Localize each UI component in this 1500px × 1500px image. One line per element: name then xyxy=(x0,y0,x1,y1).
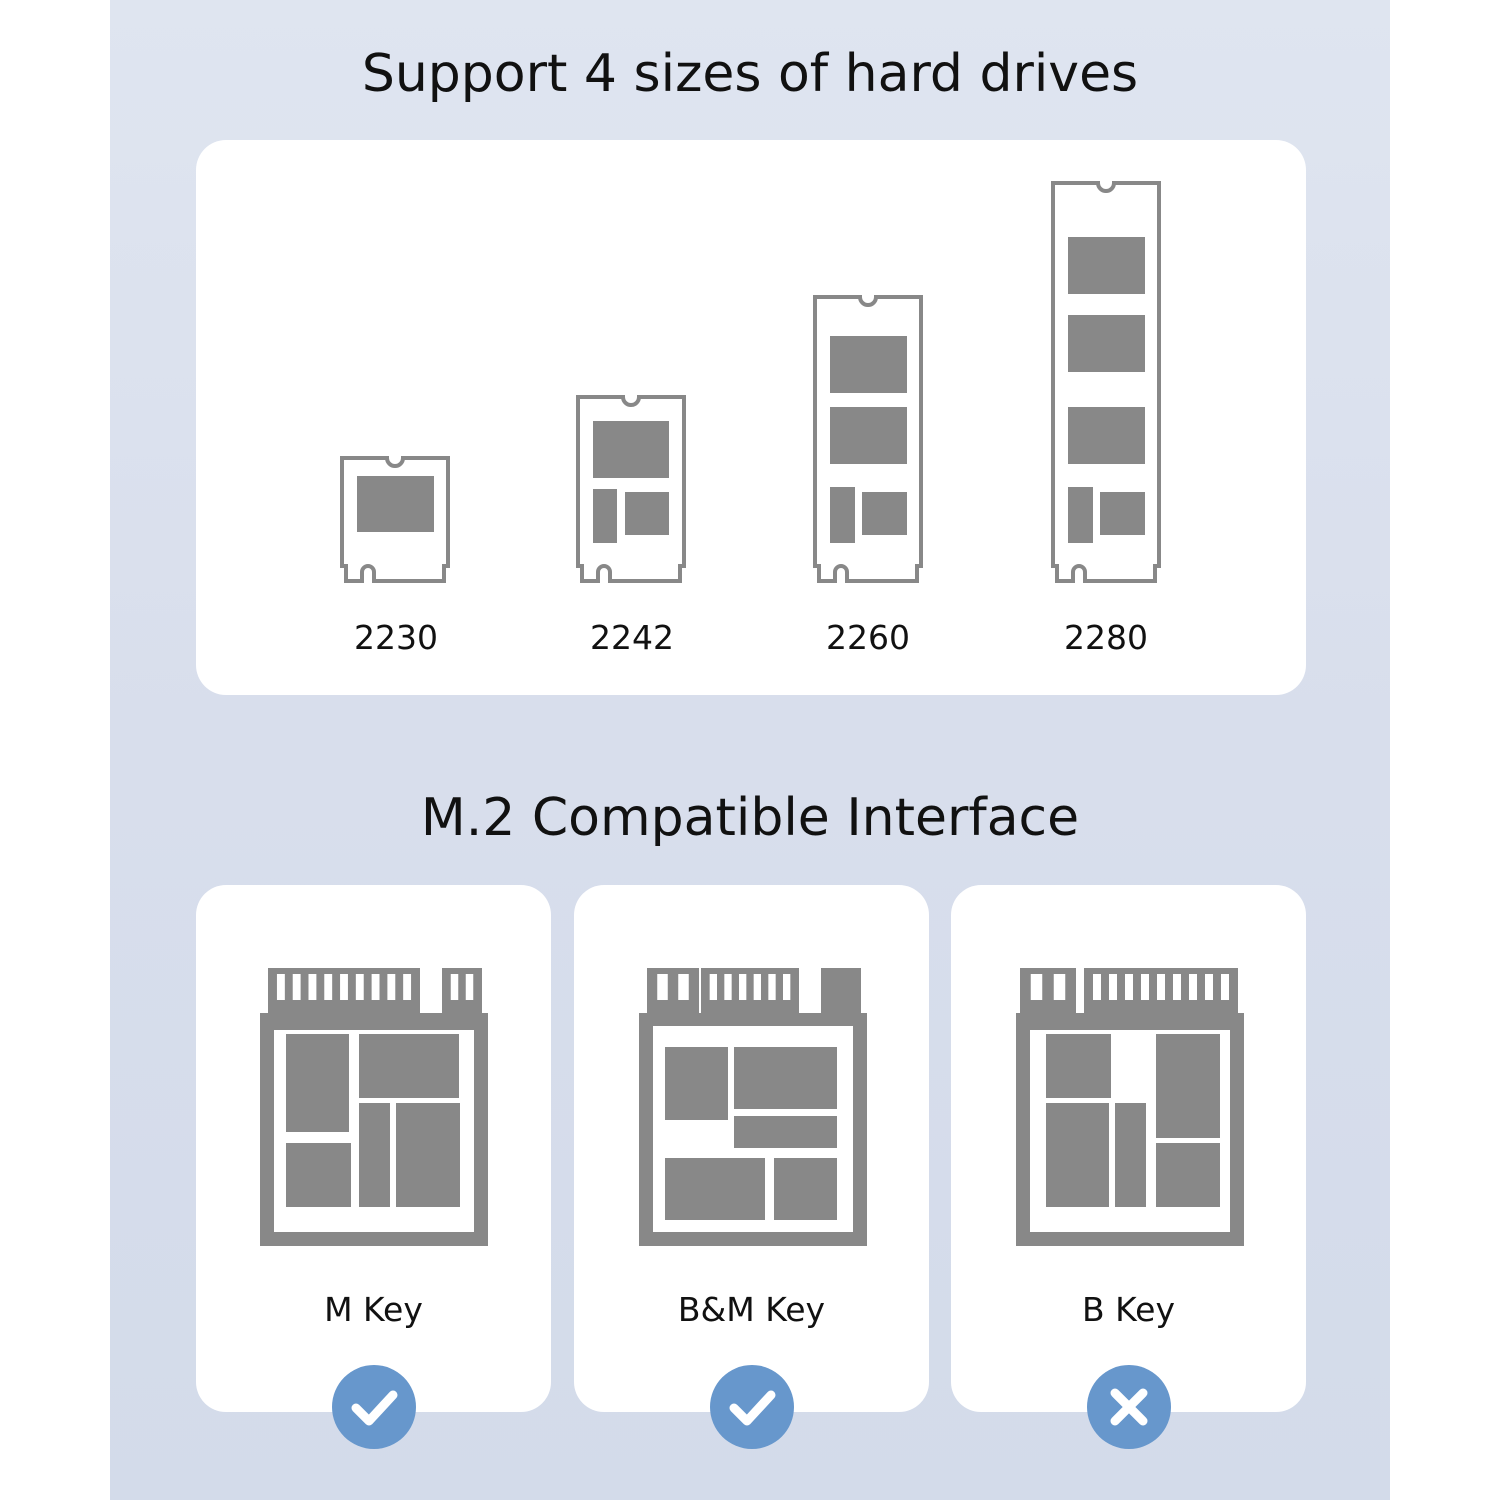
chip xyxy=(1156,1143,1220,1207)
drive-label-2230: 2230 xyxy=(354,618,438,657)
connector-pin xyxy=(1157,974,1165,1000)
connector-pin xyxy=(403,974,412,1000)
chip xyxy=(1068,315,1145,372)
chip xyxy=(734,1116,837,1148)
connector-block xyxy=(821,968,861,1018)
sizes-title: Support 4 sizes of hard drives xyxy=(361,44,1139,104)
b-key-label: B Key xyxy=(1082,1290,1175,1329)
connector-pin xyxy=(739,974,747,1000)
chip xyxy=(286,1143,351,1207)
connector-pin xyxy=(1125,974,1133,1000)
chip xyxy=(1156,1034,1220,1138)
connector-pin xyxy=(371,974,380,1000)
chip xyxy=(665,1047,728,1120)
connector-pin xyxy=(276,974,285,1000)
m2-drive-2280 xyxy=(1051,181,1161,583)
connector-pin xyxy=(1189,974,1197,1000)
connector-pin xyxy=(292,974,301,1000)
m2-connector-m-key xyxy=(260,968,488,1246)
chip xyxy=(593,489,617,543)
m2-connector-b-key xyxy=(1016,968,1244,1246)
connector-pin xyxy=(724,974,732,1000)
chip xyxy=(665,1158,765,1220)
m2-drive-2230 xyxy=(340,456,450,583)
connector-pin xyxy=(1221,974,1229,1000)
chip xyxy=(396,1103,460,1207)
drive-label-2242: 2242 xyxy=(590,618,674,657)
chip xyxy=(1046,1103,1109,1207)
connector-pin xyxy=(1030,974,1043,1000)
connector-pin xyxy=(678,974,689,1000)
chip xyxy=(359,1103,390,1207)
drive-label-2280: 2280 xyxy=(1064,618,1148,657)
connector-block xyxy=(442,968,482,1018)
m2-drive-2242 xyxy=(576,395,686,583)
chip xyxy=(286,1034,349,1132)
chip xyxy=(1068,487,1093,543)
drive-label-2260: 2260 xyxy=(826,618,910,657)
connector-pin xyxy=(465,974,474,1000)
connector-pin xyxy=(1173,974,1181,1000)
connector-pin xyxy=(1109,974,1117,1000)
connector-pin xyxy=(308,974,317,1000)
chip xyxy=(830,487,855,543)
connector-pin xyxy=(709,974,717,1000)
connector-pin xyxy=(387,974,396,1000)
connector-pin xyxy=(355,974,364,1000)
chip xyxy=(774,1158,837,1220)
chip xyxy=(734,1047,837,1109)
chip xyxy=(862,492,907,535)
chip xyxy=(625,492,669,535)
connector-pin xyxy=(1053,974,1066,1000)
m2-connector-bm-key xyxy=(639,968,867,1246)
bm-key-label: B&M Key xyxy=(677,1290,826,1329)
chip xyxy=(1115,1103,1146,1207)
connector-pin xyxy=(340,974,348,1000)
chip xyxy=(1046,1034,1111,1098)
m2-drive-2260 xyxy=(813,295,923,583)
check-icon xyxy=(332,1365,416,1449)
interface-title: M.2 Compatible Interface xyxy=(420,788,1080,848)
cross-icon xyxy=(1087,1365,1171,1449)
connector-pin xyxy=(1141,974,1149,1000)
chip xyxy=(593,421,669,478)
chip xyxy=(357,476,434,532)
chip xyxy=(359,1034,459,1098)
chip xyxy=(830,407,907,464)
chip xyxy=(1068,237,1145,294)
connector-pin xyxy=(324,974,333,1000)
chip xyxy=(1100,492,1145,535)
connector-pin xyxy=(1093,974,1101,1000)
connector-pin xyxy=(753,974,761,1000)
chip xyxy=(830,336,907,393)
connector-pin xyxy=(768,974,776,1000)
connector-pin xyxy=(450,974,459,1000)
chip xyxy=(1068,407,1145,464)
connector-block xyxy=(647,968,699,1018)
connector-pin xyxy=(1205,974,1213,1000)
connector-block xyxy=(701,968,799,1018)
m-key-label: M Key xyxy=(324,1290,423,1329)
check-icon xyxy=(710,1365,794,1449)
connector-pin xyxy=(657,974,668,1000)
connector-block xyxy=(1020,968,1076,1018)
connector-pin xyxy=(783,974,791,1000)
